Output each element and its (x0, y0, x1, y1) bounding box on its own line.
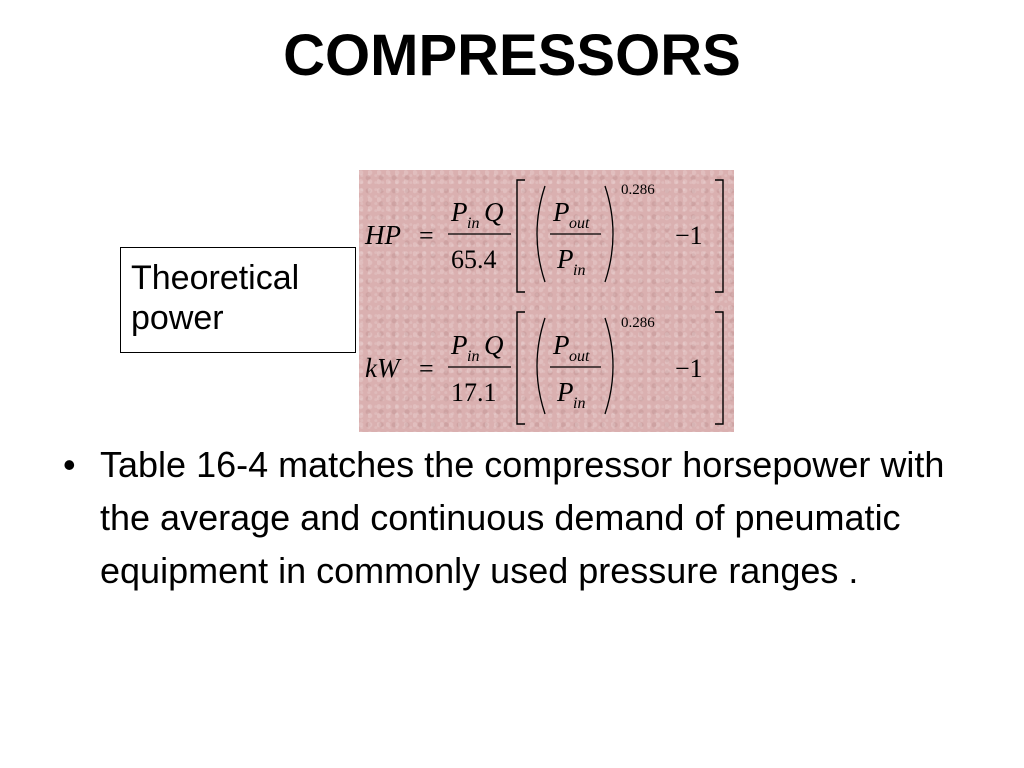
hp-num-p: P (450, 197, 468, 227)
kw-denominator: 17.1 (451, 378, 497, 407)
hp-ratio-num-sub: out (569, 215, 590, 232)
hp-right-paren (604, 185, 614, 283)
formula-panel: HP = P in Q 65.4 P out P in 0.286 −1 kW (359, 170, 734, 432)
kw-ratio-den-sub: in (573, 395, 585, 412)
kw-exponent: 0.286 (621, 315, 655, 331)
bullet-text: Table 16-4 matches the compressor horsep… (100, 444, 945, 591)
kw-right-paren (604, 317, 614, 415)
kw-ratio-num-p: P (552, 330, 570, 360)
hp-ratio-den-p: P (556, 244, 574, 274)
hp-equals: = (419, 221, 434, 250)
hp-denominator: 65.4 (451, 245, 497, 274)
kw-num-p: P (450, 330, 468, 360)
kw-num-q: Q (484, 330, 504, 360)
kw-minus-one: −1 (675, 354, 703, 383)
kw-left-paren (536, 317, 546, 415)
kw-lhs: kW (365, 353, 402, 383)
kw-equals: = (419, 354, 434, 383)
hp-ratio-den-sub: in (573, 262, 585, 279)
bullet-list: • Table 16-4 matches the compressor hors… (60, 438, 960, 597)
kw-num-sub: in (467, 348, 479, 365)
hp-left-paren (536, 185, 546, 283)
hp-num-q: Q (484, 197, 504, 227)
kw-formula: kW = P in Q 17.1 P out P in 0.286 −1 (365, 311, 724, 425)
theoretical-power-label: Theoretical power (131, 259, 300, 337)
page-title: COMPRESSORS (283, 23, 741, 88)
hp-left-bracket (516, 179, 525, 293)
hp-minus-one: −1 (675, 221, 703, 250)
bullet-item: • Table 16-4 matches the compressor hors… (60, 438, 960, 597)
formula-svg: HP = P in Q 65.4 P out P in 0.286 −1 kW (364, 179, 724, 425)
theoretical-power-label-box: Theoretical power (120, 247, 356, 353)
hp-exponent: 0.286 (621, 182, 655, 198)
kw-ratio-den-p: P (556, 377, 574, 407)
kw-ratio-num-sub: out (569, 348, 590, 365)
hp-lhs: HP (364, 220, 401, 250)
hp-ratio-num-p: P (552, 197, 570, 227)
hp-formula: HP = P in Q 65.4 P out P in 0.286 −1 (364, 179, 724, 293)
kw-left-bracket (516, 311, 525, 425)
kw-right-bracket (715, 311, 724, 425)
hp-num-sub: in (467, 215, 479, 232)
hp-right-bracket (715, 179, 724, 293)
bullet-marker: • (63, 444, 76, 485)
